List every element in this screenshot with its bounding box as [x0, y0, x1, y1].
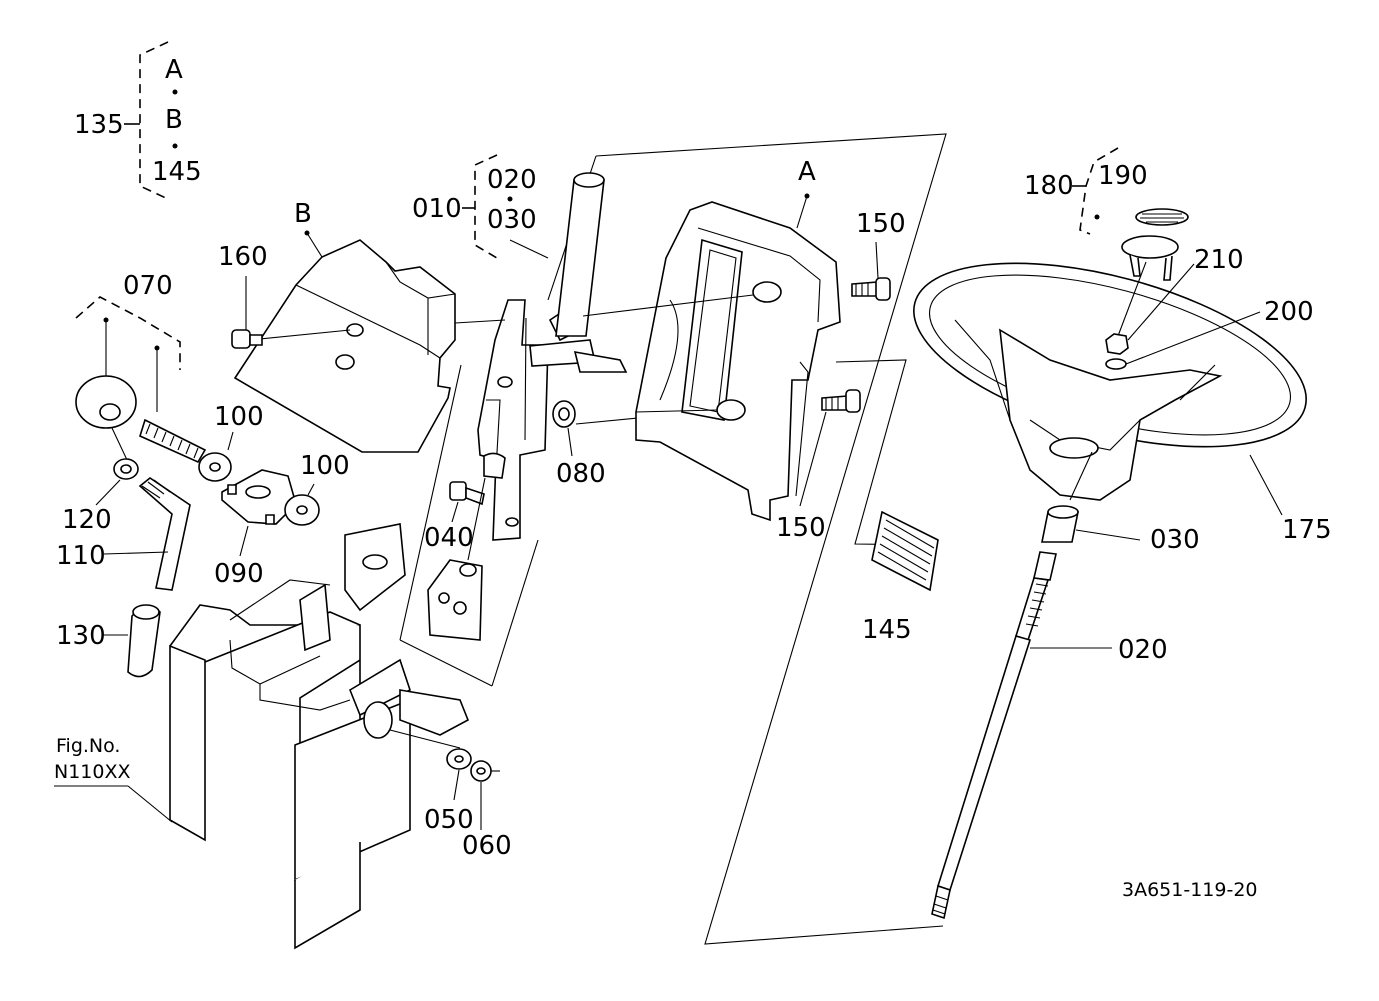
callout-200: 200 — [1264, 297, 1314, 327]
figure-reference: Fig.No. N110XX 3A651-119-20 — [54, 735, 1258, 901]
panel-marker-a: A — [798, 157, 816, 187]
steering-shaft-020: 020 — [931, 551, 1168, 920]
callout-090: 090 — [214, 559, 264, 589]
callout-020: 020 — [1118, 635, 1168, 665]
bushing-080: 080 — [552, 400, 721, 489]
washer-200: 200 — [1105, 297, 1314, 370]
callout-130: 130 — [56, 621, 106, 651]
callout-145: 145 — [862, 615, 912, 645]
fig-number: N110XX — [54, 761, 131, 783]
callout-110: 110 — [56, 541, 106, 571]
group-180-ref: 180 — [1024, 171, 1074, 201]
bushing-030: 030 — [1041, 451, 1200, 555]
group-135-item-145: 145 — [152, 157, 202, 187]
callout-040: 040 — [424, 523, 474, 553]
group-010-item-030: 030 — [487, 205, 537, 235]
cover-panel-a: A — [582, 157, 841, 522]
callout-150b: 150 — [776, 513, 826, 543]
washer-100b: 100 — [284, 451, 350, 526]
washer-100a: 100 — [198, 402, 264, 482]
drawing-code: 3A651-119-20 — [1122, 879, 1258, 901]
callout-150a: 150 — [856, 209, 906, 239]
callout-050: 050 — [424, 805, 474, 835]
group-180: 180 190 — [1024, 147, 1148, 235]
callout-060: 060 — [462, 831, 512, 861]
group-010-item-020: 020 — [487, 165, 537, 195]
callout-080: 080 — [556, 459, 606, 489]
callout-100a: 100 — [214, 402, 264, 432]
nut-050: 050 — [424, 748, 474, 835]
screw-150a: 150 — [851, 209, 906, 301]
group-010-ref: 010 — [412, 194, 462, 224]
panel-marker-b: B — [294, 199, 312, 229]
bolt-160: 160 — [218, 242, 351, 349]
bolt-040: 040 — [424, 481, 485, 553]
group-180-item-190: 190 — [1098, 161, 1148, 191]
group-135-ref: 135 — [74, 110, 124, 140]
lower-bracket — [169, 523, 470, 950]
callout-100b: 100 — [300, 451, 350, 481]
nut-120: 120 — [62, 458, 139, 535]
steering-wheel-175: 175 — [913, 262, 1332, 545]
group-135: 135 A B 145 — [74, 41, 202, 200]
callout-210: 210 — [1194, 245, 1244, 275]
nut-210: 210 — [1105, 245, 1244, 355]
group-070-ref: 070 — [123, 271, 173, 301]
callout-160: 160 — [218, 242, 268, 272]
knob-130: 130 — [56, 604, 161, 678]
screw-150b: 150 — [776, 389, 861, 543]
lever-knob-070-assembly — [75, 375, 207, 464]
plate-090: 090 — [214, 469, 297, 589]
label-145: 145 — [862, 510, 939, 645]
column-tube — [555, 172, 605, 337]
fig-label: Fig.No. — [56, 735, 120, 757]
callout-175: 175 — [1282, 515, 1332, 545]
nut-060: 060 — [462, 760, 512, 861]
group-070: 070 — [75, 271, 181, 412]
lever-110: 110 — [56, 477, 191, 591]
center-cap-190 — [1117, 208, 1189, 337]
group-010: 010 020 030 — [412, 154, 549, 259]
callout-030: 030 — [1150, 525, 1200, 555]
group-135-item-b: B — [165, 105, 183, 135]
callout-120: 120 — [62, 505, 112, 535]
cover-plate-b: B — [233, 199, 456, 453]
group-135-item-a: A — [165, 55, 183, 85]
